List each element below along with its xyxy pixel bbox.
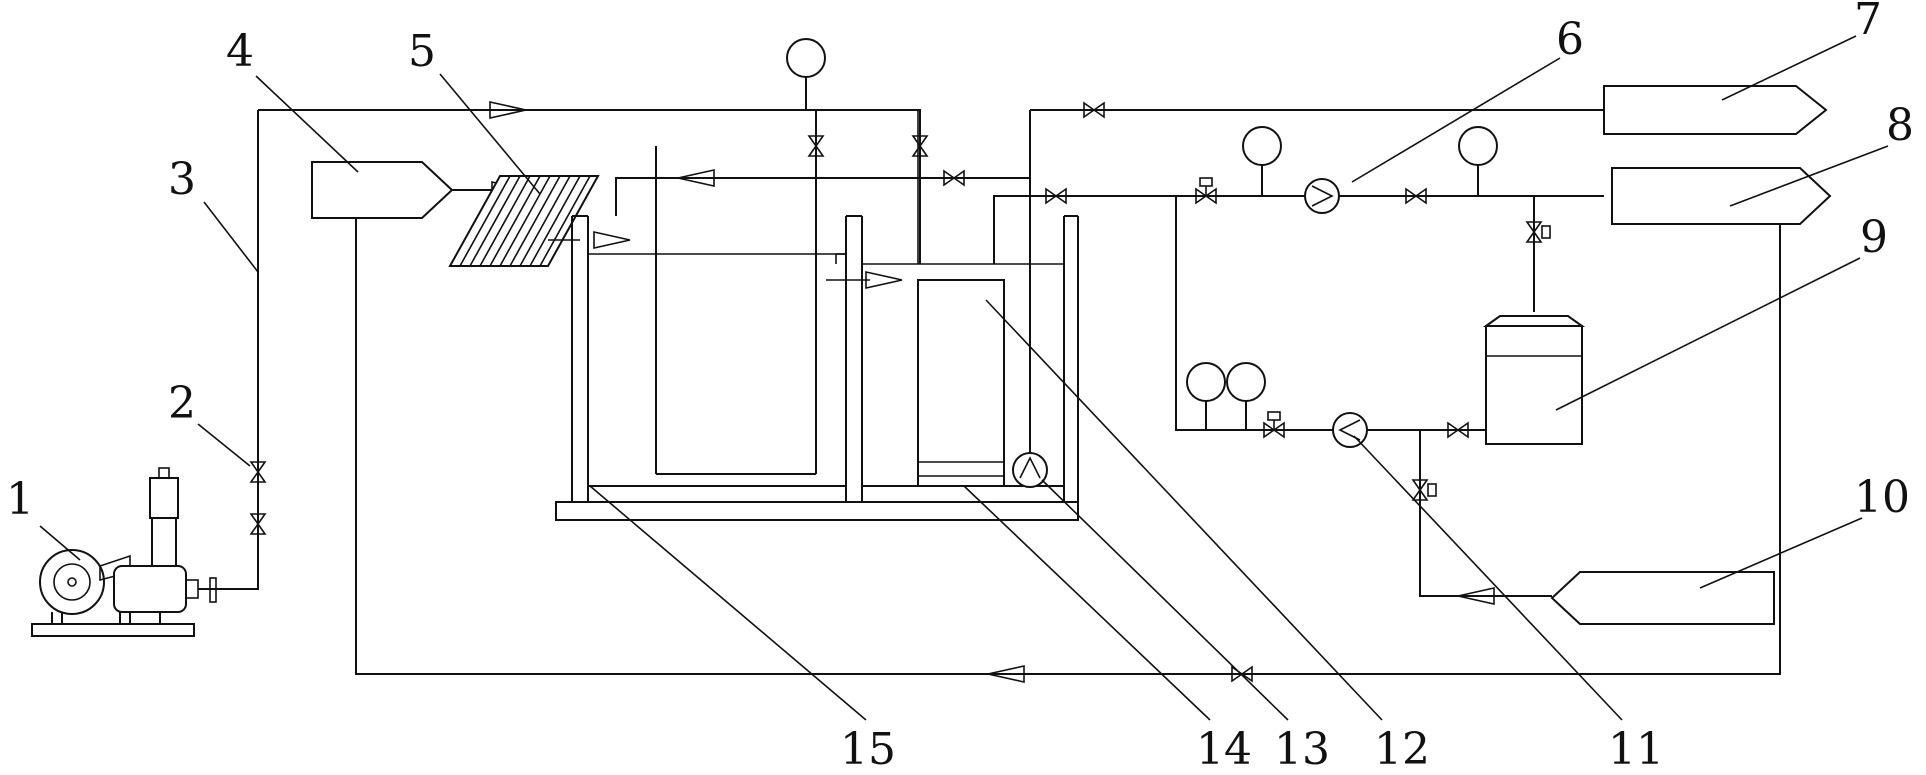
filter-screen xyxy=(448,175,600,267)
main-tank xyxy=(548,110,1079,521)
label-13: 13 xyxy=(1274,724,1330,775)
label-7: 7 xyxy=(1854,0,1882,45)
label-5: 5 xyxy=(408,26,436,77)
feed-tank-10 xyxy=(1550,571,1775,625)
outlet-tank-7 xyxy=(1603,85,1828,135)
label-2: 2 xyxy=(168,378,196,429)
label-15: 15 xyxy=(840,724,896,775)
circulation-pump xyxy=(1195,126,1551,312)
label-3: 3 xyxy=(168,154,196,205)
submersible-pump xyxy=(1012,102,1604,488)
label-9: 9 xyxy=(1860,212,1888,263)
label-11: 11 xyxy=(1608,724,1664,775)
feed-hopper xyxy=(311,161,529,219)
part-labels: 1 2 3 4 5 6 7 8 9 10 11 12 13 14 15 xyxy=(6,0,1914,775)
label-4: 4 xyxy=(226,26,254,77)
label-10: 10 xyxy=(1854,472,1910,523)
supply-pipe xyxy=(258,101,928,475)
storage-vessel xyxy=(1482,315,1586,445)
lower-pump-loop xyxy=(1175,196,1552,605)
label-1: 1 xyxy=(6,474,34,525)
label-12: 12 xyxy=(1374,724,1430,775)
label-8: 8 xyxy=(1886,100,1914,151)
outlet-tank-8 xyxy=(355,167,1832,683)
motor-pump-unit xyxy=(31,110,259,637)
inner-vessel xyxy=(917,279,1005,487)
leader-lines xyxy=(39,35,1889,721)
label-14: 14 xyxy=(1196,724,1252,775)
return-line xyxy=(615,169,1604,264)
label-6: 6 xyxy=(1556,14,1584,65)
pressure-gauge xyxy=(786,38,826,110)
